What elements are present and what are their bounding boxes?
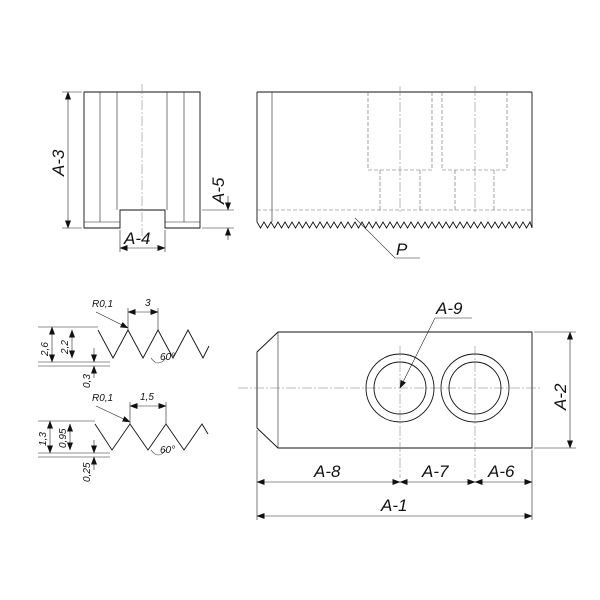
label-p: P (396, 240, 408, 259)
coarse-angle: 60° (160, 352, 175, 363)
label-a1: A-1 (380, 496, 407, 515)
label-a7: A-7 (421, 462, 449, 481)
fine-height-total: 1,3 (38, 432, 49, 446)
label-a2: A-2 (551, 383, 570, 411)
thread-profile-fine: 1,5 R0,1 1,3 0,95 0,25 60° (38, 392, 209, 482)
label-a3: A-3 (49, 149, 68, 177)
label-a6: A-6 (487, 462, 515, 481)
coarse-pitch: 3 (145, 298, 151, 309)
front-view: P (256, 86, 533, 259)
coarse-radius: R0,1 (92, 299, 113, 310)
label-a4: A-4 (123, 229, 150, 248)
fine-offset: 0,25 (82, 462, 93, 482)
coarse-height-total: 2,6 (40, 342, 51, 357)
top-view: A-9 A-2 A-8 A-7 A-6 A-1 (238, 299, 576, 520)
thread-profile-coarse: 3 R0,1 2,6 2,2 0,3 60° (38, 298, 210, 388)
coarse-height-profile: 2,2 (60, 340, 71, 355)
fine-height-profile: 0,95 (58, 428, 69, 448)
label-a9: A-9 (435, 299, 463, 318)
side-view: A-3 A-4 A-5 (49, 84, 234, 252)
coarse-offset: 0,3 (82, 374, 93, 388)
label-a5: A-5 (209, 177, 228, 205)
label-a8: A-8 (313, 462, 341, 481)
fine-pitch: 1,5 (140, 392, 154, 403)
fine-radius: R0,1 (92, 393, 113, 404)
fine-angle: 60° (160, 445, 175, 456)
